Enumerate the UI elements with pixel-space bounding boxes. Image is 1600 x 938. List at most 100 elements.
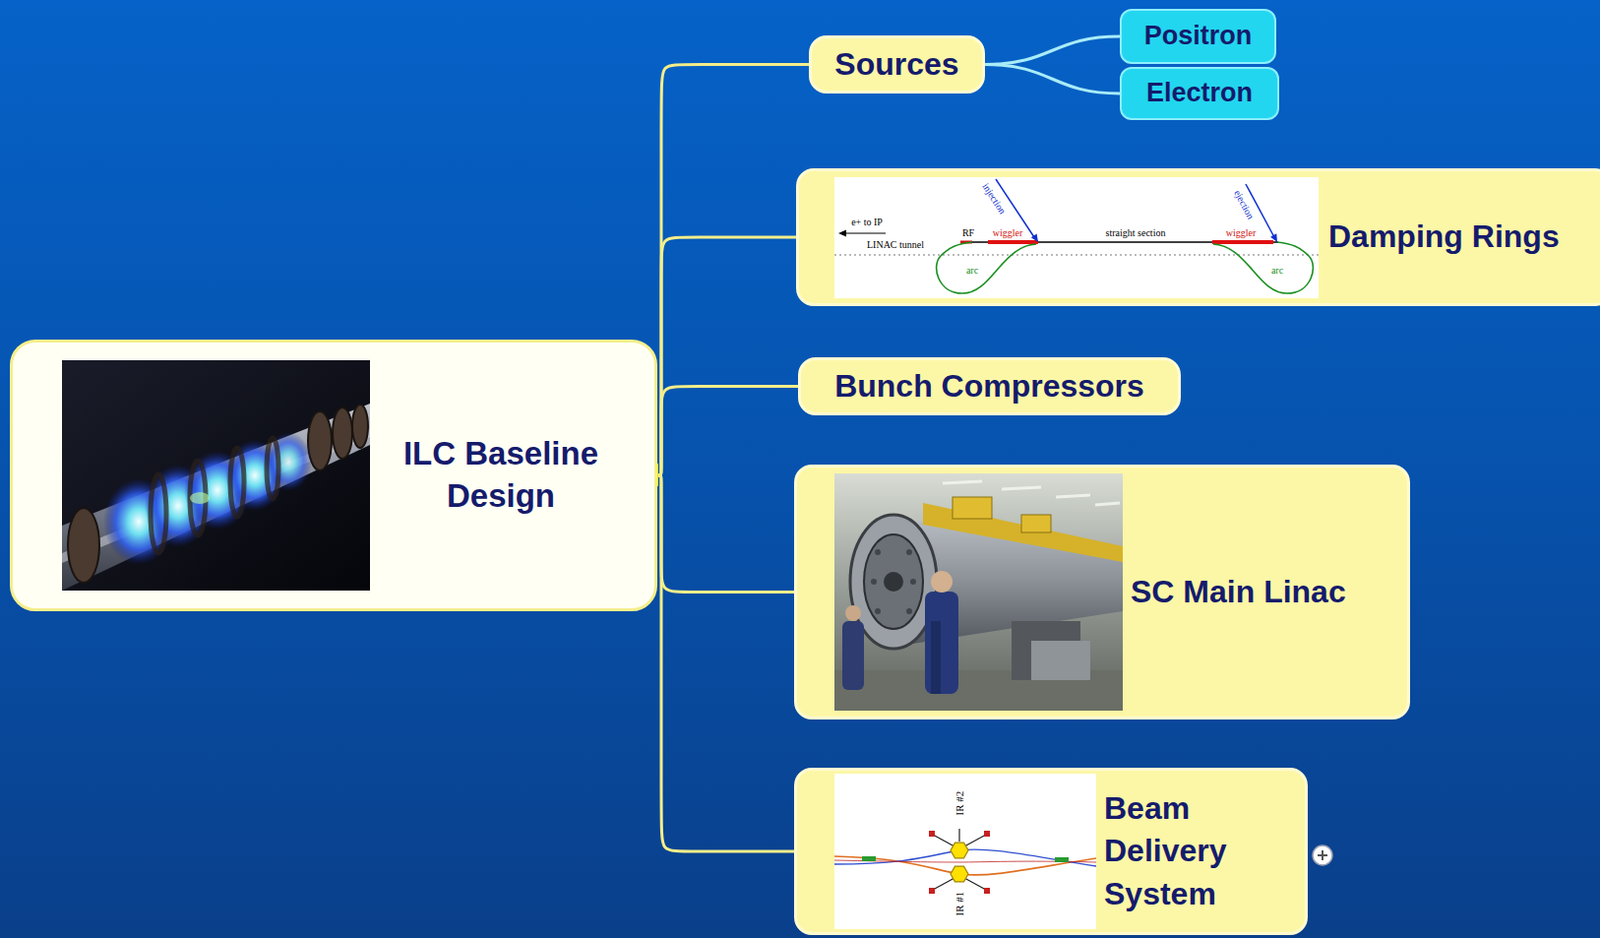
node-label: Bunch Compressors	[834, 366, 1145, 408]
node-label: Electron	[1146, 75, 1253, 111]
drawing-g	[932, 828, 986, 890]
drawing-ellipse	[863, 534, 924, 629]
drawing-circle	[845, 605, 862, 621]
arc-label: arc	[1271, 265, 1284, 276]
drawing-ellipse	[67, 507, 100, 583]
drawing-line	[932, 834, 955, 847]
branch-connector	[984, 64, 1120, 95]
drawing-line	[964, 877, 986, 890]
node-label: Damping Rings	[1328, 216, 1560, 258]
drawing-circle	[874, 549, 881, 555]
connector-group	[657, 36, 1120, 852]
branch-connector	[657, 475, 795, 852]
drawing-circle	[870, 578, 877, 585]
node-label: SC Main Linac	[1130, 571, 1347, 614]
topic-box: IR #2 IR #1 Beam Delivery System	[794, 767, 1308, 935]
drawing-rect	[984, 887, 990, 894]
wiggler-label: wiggler	[1226, 228, 1257, 239]
drawing-rect	[930, 620, 941, 694]
subtopic-box: Electron	[1119, 66, 1280, 121]
topic-box: Sources	[808, 35, 985, 94]
drawing-line	[1095, 502, 1120, 505]
drawing-circle	[910, 578, 917, 585]
drawing-line	[1212, 240, 1274, 245]
node-label: Beam Delivery System	[1104, 787, 1228, 916]
drawing-rect	[834, 177, 1319, 299]
topic-box: SC Main Linac	[794, 464, 1411, 720]
beam-delivery-illustration: IR #2 IR #1	[834, 773, 1097, 929]
drawing-circle	[906, 549, 913, 555]
drawing-polygon	[838, 229, 847, 237]
drawing-rect	[1031, 640, 1091, 680]
branch-connector	[984, 36, 1120, 65]
drawing-line	[942, 481, 983, 484]
drawing-path	[1213, 242, 1313, 294]
drawing-ellipse	[266, 437, 279, 499]
section-label: straight section	[1106, 228, 1167, 239]
drawing-polygon	[950, 842, 969, 859]
branch-connector	[657, 64, 809, 477]
drawing-polygon	[1270, 233, 1278, 243]
drawing-line	[834, 253, 1319, 255]
expand-circle	[1312, 845, 1333, 865]
drawing-ellipse	[230, 447, 245, 517]
drawing-g	[870, 549, 917, 615]
drawing-circle	[930, 570, 953, 593]
drawing-ellipse	[332, 407, 353, 459]
rf-label: RF	[962, 228, 975, 239]
drawing-rect	[834, 473, 1123, 711]
drawing-circle	[906, 608, 913, 615]
arc-label: arc	[966, 265, 979, 276]
branch-connector	[657, 475, 795, 593]
drawing-line	[932, 877, 955, 890]
drawing-line	[964, 834, 986, 847]
interaction-region-label: IR #1	[954, 891, 966, 917]
drawing-line	[1001, 487, 1042, 490]
drawing-g	[928, 830, 990, 894]
tunnel-label: LINAC tunnel	[866, 240, 924, 250]
expand-button	[1310, 843, 1335, 867]
drawing-rect	[928, 830, 935, 837]
drawing-rect	[952, 496, 992, 519]
drawing-ellipse	[352, 404, 369, 448]
drawing-g	[67, 404, 369, 583]
drawing-g	[150, 437, 279, 554]
drawing-path	[936, 242, 1037, 294]
branch-connector	[657, 386, 799, 477]
drawing-line	[958, 828, 960, 842]
drawing-line	[967, 241, 1279, 243]
branch-connector	[657, 237, 797, 476]
drawing-polygon	[61, 403, 370, 591]
topic-box: Bunch Compressors	[798, 357, 1181, 416]
drawing-rect	[834, 773, 1097, 929]
root-topic: ILC Baseline Design	[9, 339, 658, 612]
drawing-rect	[1021, 514, 1051, 533]
drawing-line	[844, 232, 886, 234]
linac-picture	[834, 473, 1123, 711]
damping-ring-illustration: e+ to IPLINAC tunnelinjectionRFwigglerst…	[834, 177, 1319, 299]
drawing-rect	[984, 830, 990, 837]
wiggler-label: wiggler	[992, 228, 1024, 239]
linac-photo	[834, 473, 1123, 711]
drawing-ellipse	[189, 492, 210, 504]
expand-plus	[1321, 850, 1324, 861]
subtopic-box: Positron	[1119, 8, 1277, 64]
drawing-rect	[928, 887, 935, 894]
drawing-circle	[883, 571, 904, 592]
drawing-polygon	[1031, 233, 1039, 243]
drawing-rect	[924, 591, 959, 694]
drawing-ellipse	[150, 474, 167, 554]
drawing-rect	[842, 620, 864, 690]
drawing-circle	[874, 608, 881, 615]
drawing-rect	[61, 360, 370, 591]
cavity-illustration	[61, 360, 370, 591]
direction-label: e+ to IP	[851, 217, 883, 228]
node-label: ILC Baseline Design	[382, 432, 619, 518]
node-label: Positron	[1144, 18, 1253, 54]
drawing-line	[1055, 494, 1091, 497]
interaction-region-label: IR #2	[954, 791, 966, 816]
drawing-polygon	[950, 865, 969, 882]
topic-box: e+ to IPLINAC tunnelinjectionRFwigglerst…	[796, 168, 1600, 307]
beam-delivery-drawing	[834, 773, 1097, 929]
